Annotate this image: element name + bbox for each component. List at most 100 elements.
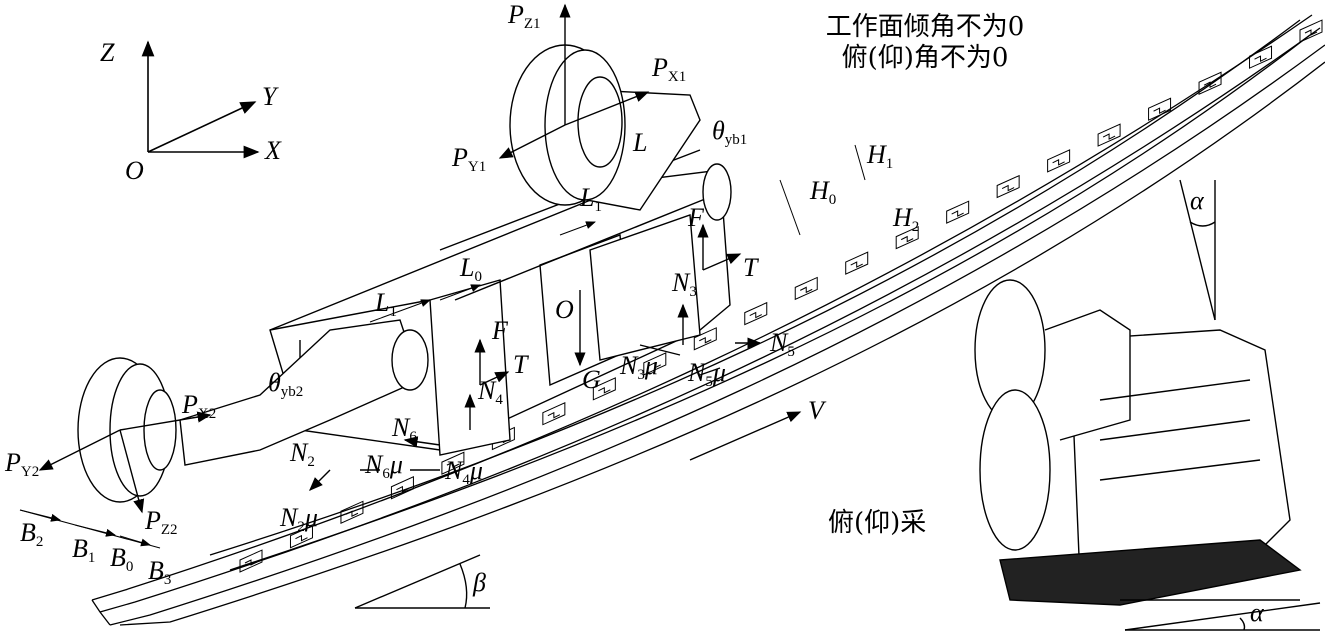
lower-ranging-arm xyxy=(179,319,429,466)
label-py1-sub: Y1 xyxy=(467,159,487,175)
track-segment-mark xyxy=(345,510,359,518)
title-line-2: 俯(仰)角不为0 xyxy=(841,43,1009,74)
label-v-main: V xyxy=(808,396,824,425)
track-segment-mark xyxy=(648,362,662,369)
track-segment-mark xyxy=(547,411,561,419)
label-py1-main: P xyxy=(452,143,468,172)
label-t-lower: T xyxy=(513,352,527,378)
track-segment-mark xyxy=(598,386,611,394)
label-n3-main: N xyxy=(672,268,690,297)
label-n2: N2 xyxy=(290,440,315,470)
label-pz2-sub: Z2 xyxy=(160,522,178,538)
label-n2mu-tail: μ xyxy=(304,503,318,532)
track-segment-mark xyxy=(1254,55,1267,62)
label-f-lower-main: F xyxy=(492,316,508,345)
label-n2mu-sub: 2 xyxy=(297,519,305,535)
title-block: 工作面倾角不为0 俯(仰)角不为0 xyxy=(805,12,1045,74)
alpha-angle-indicator-vertical xyxy=(1179,179,1216,321)
label-b0-main: B xyxy=(110,543,126,572)
label-pz1: PZ1 xyxy=(508,2,541,32)
label-beta: β xyxy=(473,570,486,596)
track-segment xyxy=(895,225,919,250)
label-beta-main: β xyxy=(473,568,486,597)
track-segment-mark xyxy=(295,534,308,542)
label-n4mu: N4μ xyxy=(445,458,483,488)
label-n4mu-sub: 4 xyxy=(462,472,470,488)
label-b1-sub: 1 xyxy=(87,550,96,566)
label-l: L xyxy=(633,130,647,156)
label-theta-yb2-main: θ xyxy=(268,368,281,397)
track-segment-mark xyxy=(1001,184,1015,192)
axis-z-label: Z xyxy=(100,38,115,67)
label-alpha-lower: α xyxy=(1250,600,1264,626)
label-n3mu: N3μ xyxy=(620,353,658,383)
track-segment xyxy=(1249,45,1273,69)
label-pz1-sub: Z1 xyxy=(523,16,541,32)
label-theta-yb1-main: θ xyxy=(712,116,725,145)
label-l1-upper: L1 xyxy=(580,185,602,215)
label-o-main: O xyxy=(555,295,574,324)
track-segment-mark xyxy=(244,559,258,566)
track-segments xyxy=(239,19,1323,573)
label-n5-sub: 5 xyxy=(787,344,795,360)
label-n5: N5 xyxy=(770,330,795,360)
label-h2-main: H xyxy=(893,203,912,232)
track-segment xyxy=(1047,149,1071,173)
track-segment xyxy=(239,549,263,573)
label-theta-yb2-sub: yb2 xyxy=(280,384,304,400)
label-n3mu-sub: 3 xyxy=(637,367,645,383)
track-segment-mark xyxy=(1153,107,1166,114)
label-g-main: G xyxy=(582,365,601,394)
label-n3: N3 xyxy=(672,270,697,300)
coordinate-axes xyxy=(141,40,260,159)
label-g: G xyxy=(582,367,601,393)
label-n5mu-sub: 5 xyxy=(705,374,713,390)
label-h1: H1 xyxy=(867,142,893,172)
track-segment xyxy=(1299,19,1323,43)
label-l1-upper-main: L xyxy=(580,183,595,212)
label-n5-main: N xyxy=(770,328,788,357)
label-n3mu-main: N xyxy=(620,351,638,380)
upper-cutting-drum xyxy=(509,44,626,206)
label-px1-sub: X1 xyxy=(667,69,687,85)
label-f-upper: F xyxy=(688,205,704,231)
label-b2: B2 xyxy=(20,520,43,550)
track-segment-mark xyxy=(850,261,863,268)
beta-angle-indicator xyxy=(354,554,490,609)
label-b3-main: B xyxy=(148,556,164,585)
track-segment xyxy=(643,352,667,376)
label-l1-lower-main: L xyxy=(375,288,390,317)
inset-shearer xyxy=(974,279,1302,606)
label-n4-sub: 4 xyxy=(495,392,503,408)
label-n4mu-main: N xyxy=(445,456,463,485)
label-b3: B3 xyxy=(148,558,171,588)
track-segment-mark xyxy=(1203,81,1217,89)
label-b2-main: B xyxy=(20,518,36,547)
label-py1: PY1 xyxy=(452,145,486,175)
label-f-lower: F xyxy=(492,318,508,344)
track-segment xyxy=(845,251,869,275)
label-f-upper-main: F xyxy=(688,203,704,232)
label-n6: N6 xyxy=(392,415,417,445)
track-segment-mark xyxy=(396,485,409,493)
label-px1: PX1 xyxy=(652,55,686,85)
label-theta-yb1-sub: yb1 xyxy=(724,132,748,148)
track-segment xyxy=(1148,97,1172,121)
label-n5mu-tail: μ xyxy=(712,358,726,387)
alpha-angle-indicator-bottom xyxy=(1124,602,1321,631)
track-segment xyxy=(794,276,818,301)
dimension-lines xyxy=(19,144,866,549)
label-n2-sub: 2 xyxy=(307,454,315,470)
label-px2: PX2 xyxy=(182,392,216,422)
label-pz2-main: P xyxy=(145,506,161,535)
track-segment-mark xyxy=(1052,159,1065,166)
track-segment-mark xyxy=(951,210,964,217)
label-l1-lower: L1 xyxy=(375,290,397,320)
track-segment xyxy=(289,524,313,549)
axis-origin-label: O xyxy=(125,156,144,185)
label-pz1-main: P xyxy=(508,0,524,29)
label-n6-sub: 6 xyxy=(409,429,417,445)
track-segment xyxy=(744,301,768,326)
label-v: V xyxy=(808,398,824,424)
label-py2-sub: Y2 xyxy=(20,464,40,480)
